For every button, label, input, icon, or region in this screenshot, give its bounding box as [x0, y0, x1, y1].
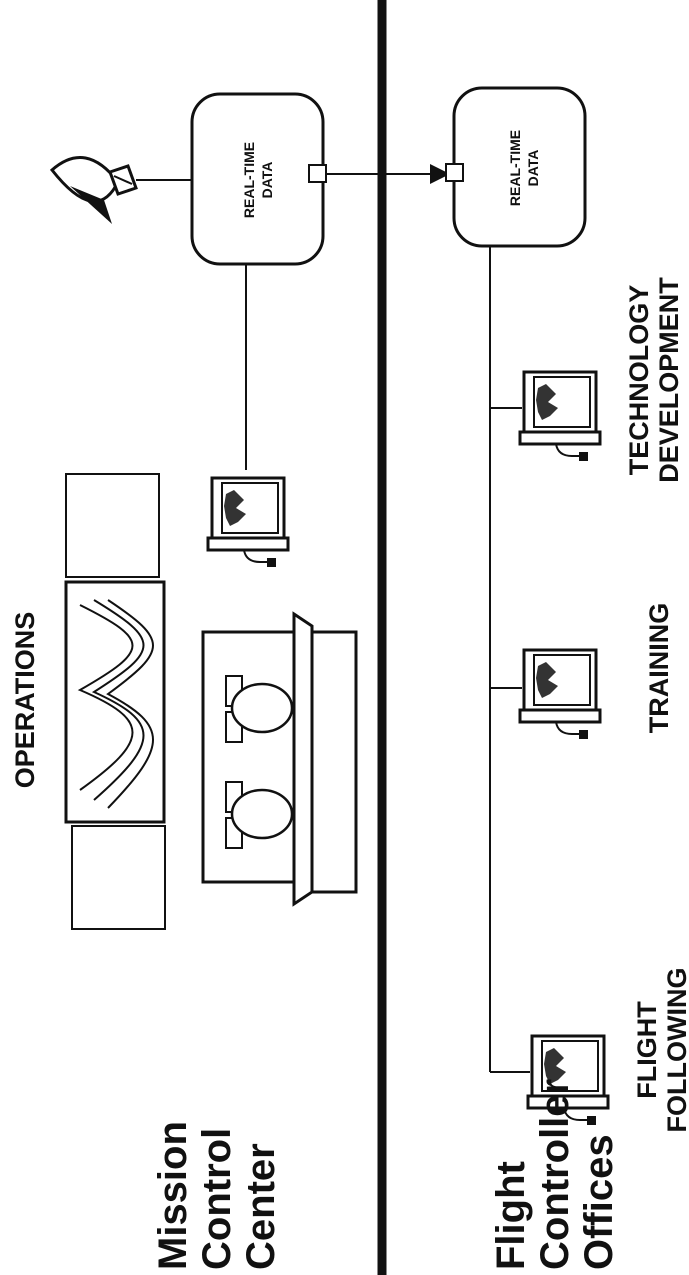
- computer-workstation-icon: [520, 372, 600, 461]
- computer-workstation-icon: [208, 478, 288, 567]
- data-box-left-line2: DATA: [259, 162, 275, 199]
- data-box-right-line2: DATA: [525, 150, 541, 187]
- real-time-data-box-left: REAL-TIME DATA: [192, 94, 323, 264]
- section-mcc-line2: Control: [195, 1128, 239, 1270]
- section-fco-line1: Flight: [489, 1161, 533, 1270]
- section-fco-line3: Offices: [577, 1134, 621, 1270]
- computer-workstation-icon: [520, 650, 600, 739]
- data-box-right-line1: REAL-TIME: [507, 130, 523, 206]
- real-time-data-box-right: REAL-TIME DATA: [454, 88, 585, 246]
- connector-port-left: [309, 165, 326, 182]
- label-technology-line2: DEVELOPMENT: [654, 277, 684, 483]
- control-console-icon: [203, 614, 356, 904]
- section-mcc-line1: Mission: [151, 1121, 195, 1270]
- label-technology-line1: TECHNOLOGY: [624, 285, 654, 476]
- label-flight-following-line1: FLIGHT: [632, 1001, 662, 1099]
- label-operations: OPERATIONS: [10, 612, 40, 789]
- display-screen-icon: [66, 474, 159, 577]
- section-mcc-line3: Center: [239, 1143, 283, 1270]
- display-screen-icon: [72, 826, 165, 929]
- label-flight-following-line2: FOLLOWING: [662, 968, 689, 1133]
- data-box-left-line1: REAL-TIME: [241, 142, 257, 218]
- connector-port-right: [446, 164, 463, 181]
- label-training: TRAINING: [644, 603, 674, 734]
- section-fco-line2: Controller: [533, 1079, 577, 1270]
- display-screen-icon: [66, 582, 164, 822]
- satellite-dish-icon: [52, 158, 136, 225]
